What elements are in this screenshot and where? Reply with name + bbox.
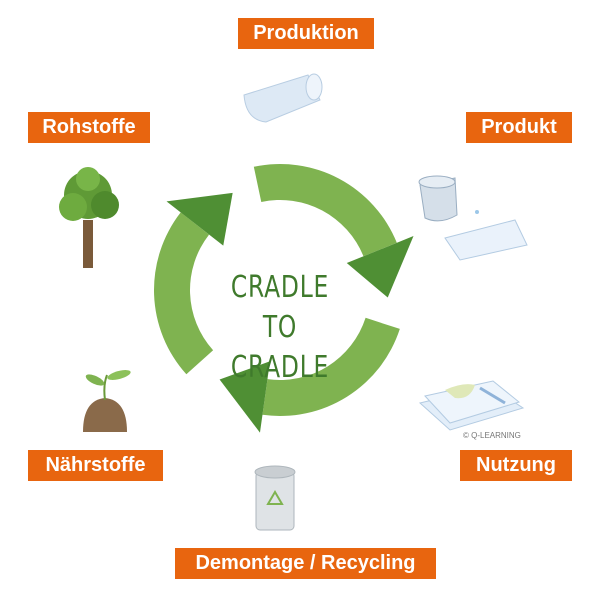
- center-title-line2: CRADLE: [230, 350, 330, 385]
- arrow-body: [153, 212, 214, 375]
- center-title-line1: CRADLE TO: [230, 270, 330, 345]
- arrow-body: [253, 164, 397, 257]
- arrow-top-right: [253, 164, 414, 298]
- label-produkt: Produkt: [466, 112, 572, 143]
- sprout-icon: [83, 370, 131, 432]
- paper-roll-icon: [243, 73, 323, 123]
- documents-icon: [418, 380, 525, 431]
- label-naehrstoffe: Nährstoffe: [28, 450, 163, 481]
- label-demontage-recycling: Demontage / Recycling: [175, 548, 436, 579]
- label-produktion: Produktion: [238, 18, 374, 49]
- tree-icon: [59, 167, 119, 268]
- arrow-head: [166, 192, 233, 246]
- label-rohstoffe: Rohstoffe: [28, 112, 150, 143]
- arrow-bottom: [219, 317, 400, 433]
- label-nutzung: Nutzung: [460, 450, 572, 481]
- arrow-head: [219, 361, 270, 433]
- arrow-body: [262, 317, 400, 416]
- arrow-left: [153, 192, 233, 375]
- bucket-and-paper-icon: [418, 175, 528, 261]
- center-title: CRADLE TO CRADLE: [214, 268, 347, 388]
- copyright-notice: © Q-LEARNING: [463, 431, 521, 440]
- arrow-head: [346, 236, 414, 298]
- recycling-bin-icon: [254, 465, 296, 531]
